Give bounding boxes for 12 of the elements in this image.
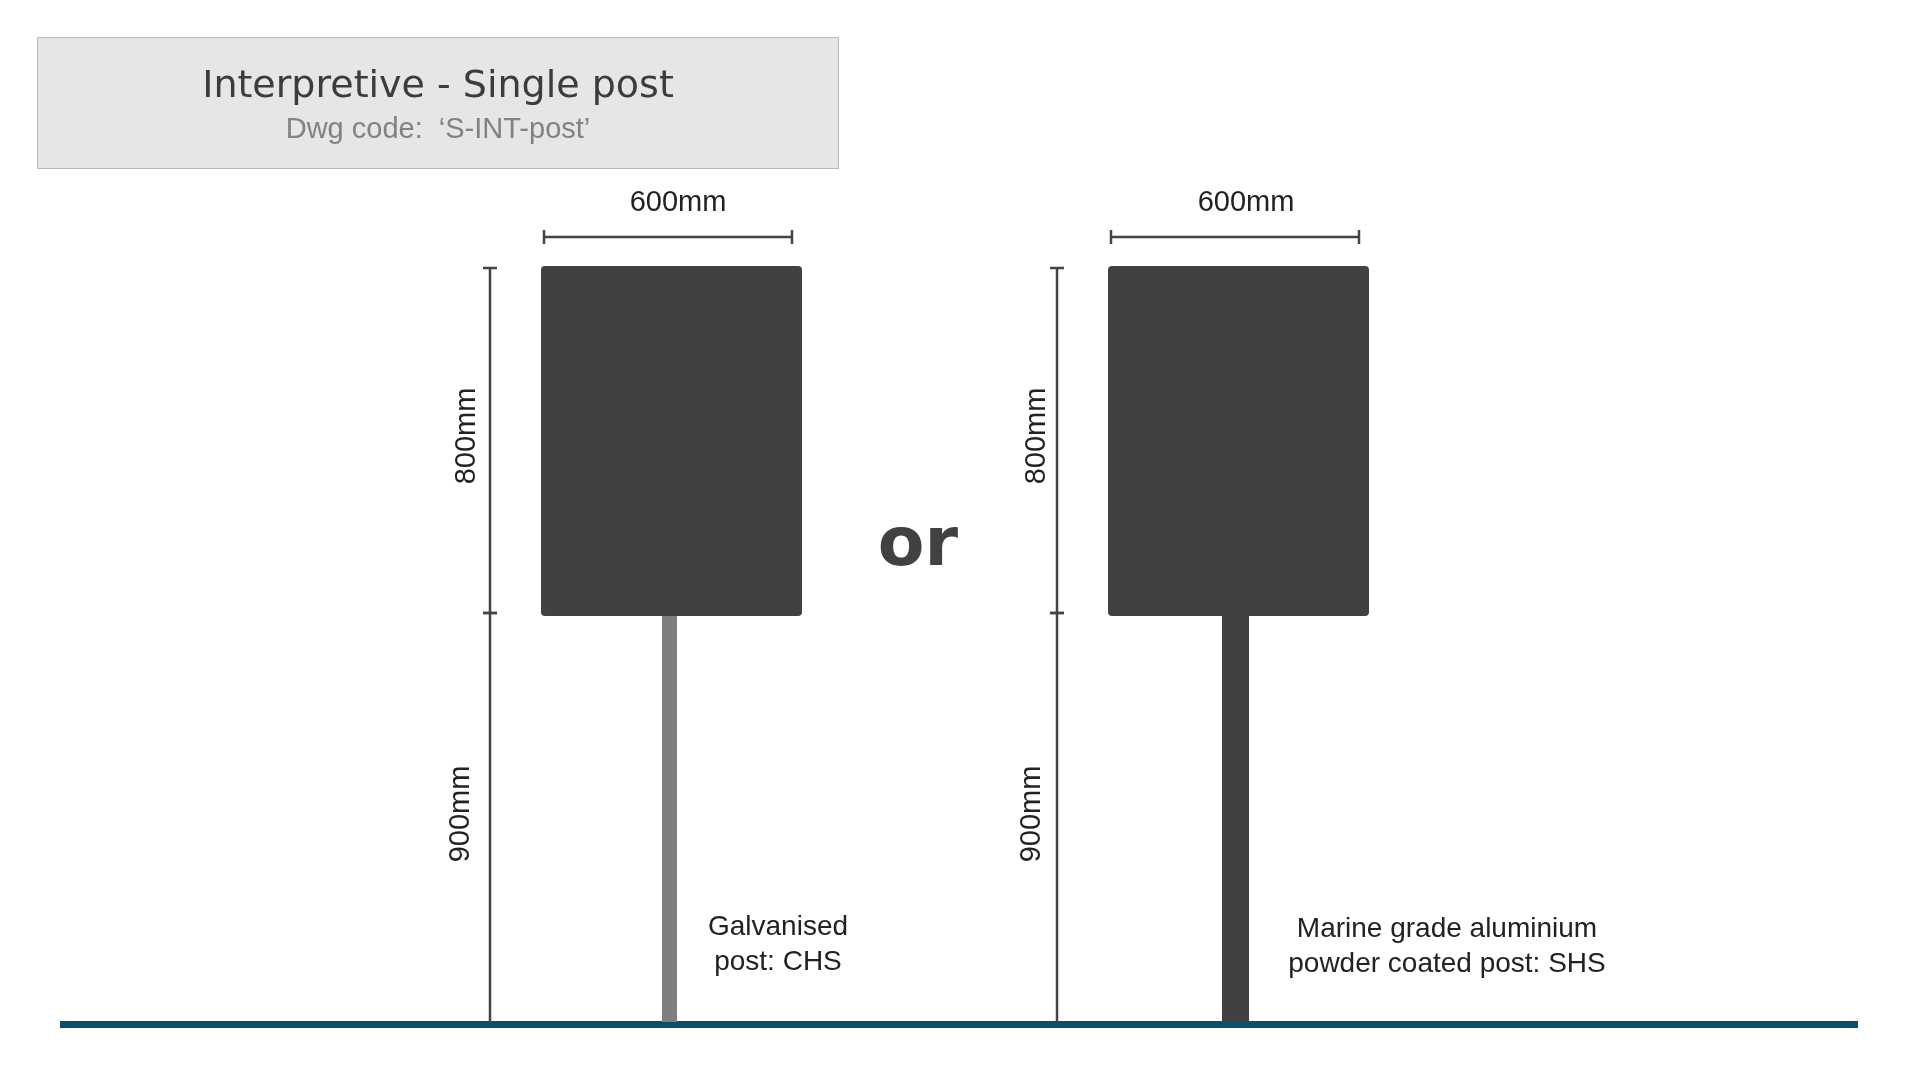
dimension-label: 800mm: [1017, 387, 1052, 485]
dimension-label: 600mm: [629, 183, 727, 219]
separator-text: or: [877, 500, 959, 583]
drawing-code-text: Dwg code: ‘S-INT-post’: [285, 111, 591, 145]
dimension-label: 600mm: [1197, 183, 1295, 219]
dimension-label: 800mm: [447, 387, 482, 485]
post-note: Marine grade aluminium powder coated post: SHS: [1287, 911, 1607, 980]
dimension-label: 900mm: [441, 765, 476, 863]
title-panel: [37, 37, 839, 169]
title-text: Interpretive - Single post: [202, 61, 674, 106]
dimension-label: 900mm: [1012, 765, 1047, 863]
post-note: Galvanised post: CHS: [706, 909, 850, 978]
